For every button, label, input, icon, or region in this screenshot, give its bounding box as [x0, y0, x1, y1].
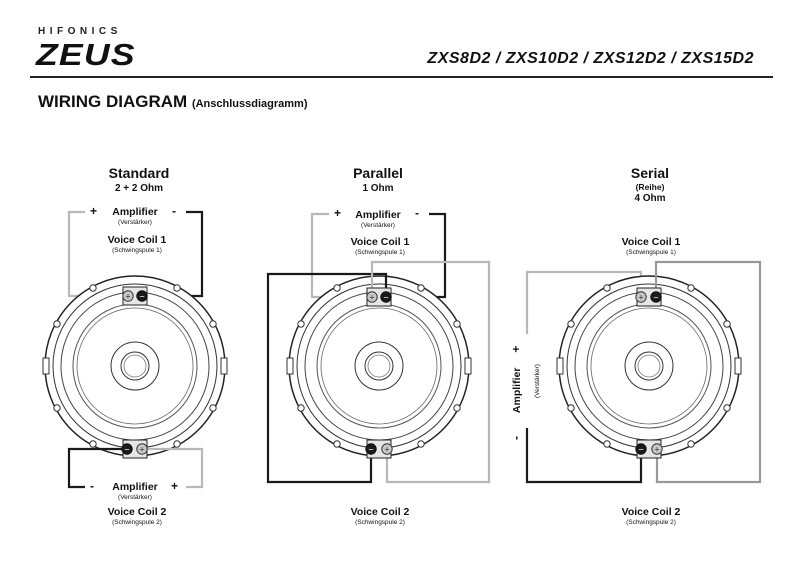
serial-impedance: 4 Ohm [634, 193, 666, 204]
parallel-vc2-sub: (Schwingspule 2) [355, 519, 405, 526]
svg-text:−: − [638, 445, 643, 455]
serial-amp-plus: + [509, 345, 523, 353]
serial-amp-label: Amplifier [511, 367, 523, 414]
parallel-vc1-positive-terminal [366, 291, 378, 303]
parallel-title: Parallel [353, 165, 403, 181]
parallel-wiring: + − − + [266, 212, 491, 484]
svg-text:+: + [139, 445, 144, 455]
brand-wordmark-small: HIFONICS [38, 26, 122, 37]
standard-wiring: + − − + [42, 210, 228, 489]
standard-vc1-sub: (Schwingspule 1) [112, 247, 162, 254]
parallel-vc2-positive-terminal [381, 443, 393, 455]
svg-text:+: + [125, 292, 130, 302]
svg-text:+: + [369, 293, 374, 303]
standard-impedance: 2 + 2 Ohm [114, 183, 164, 194]
standard-amp-bottom-minus: - [90, 479, 94, 493]
parallel-vc2-label: Voice Coil 2 [350, 506, 410, 518]
standard-amp-top-label: Amplifier [112, 206, 158, 218]
serial-wire-amp-negative [525, 428, 643, 484]
brand-logo: ZEUS [36, 37, 136, 72]
svg-text:−: − [124, 445, 129, 455]
parallel-wire-positive-bridge [370, 260, 491, 484]
svg-text:−: − [368, 445, 373, 455]
serial-vc2-label: Voice Coil 2 [621, 506, 681, 518]
model-list: ZXS8D2 / ZXS10D2 / ZXS12D2 / ZXS15D2 [427, 50, 754, 67]
standard-amp-top-sub: (Verstärker) [118, 219, 152, 226]
standard-vc2-sub: (Schwingspule 2) [112, 519, 162, 526]
standard-vc2-label: Voice Coil 2 [107, 506, 167, 518]
serial-wire-coil-link [654, 260, 762, 484]
parallel-vc1-label: Voice Coil 1 [350, 236, 410, 248]
parallel-vc1-negative-terminal [380, 291, 392, 303]
parallel-wire-negative-bridge [266, 272, 388, 484]
parallel-impedance: 1 Ohm [362, 183, 394, 194]
standard-amp-bottom-plus: + [171, 479, 179, 493]
standard-vc2-negative-terminal [121, 443, 133, 455]
standard-amp-bottom-sub: (Verstärker) [118, 494, 152, 501]
serial-vc1-sub: (Schwingspule 1) [626, 249, 676, 256]
page-title-main: WIRING DIAGRAM [38, 92, 188, 111]
svg-text:−: − [653, 293, 658, 303]
serial-vc1-label: Voice Coil 1 [621, 236, 681, 248]
svg-text:+: + [654, 445, 659, 455]
standard-wire-vc2-negative [67, 447, 127, 489]
serial-vc1-positive-terminal [635, 291, 647, 303]
standard-amp-top-minus: - [172, 204, 176, 218]
serial-vc2-sub: (Schwingspule 2) [626, 519, 676, 526]
parallel-amp-plus: + [334, 206, 342, 220]
parallel-amp-sub: (Verstärker) [361, 222, 395, 229]
serial-amp-minus: - [509, 436, 523, 440]
header-divider [30, 76, 773, 78]
svg-text:−: − [383, 293, 388, 303]
parallel-vc2-negative-terminal [365, 443, 377, 455]
standard-vc1-negative-terminal [136, 290, 148, 302]
serial-amp-sub: (Verstärker) [534, 364, 541, 398]
standard-vc1-positive-terminal [122, 290, 134, 302]
serial-vc2-negative-terminal [635, 443, 647, 455]
standard-vc1-label: Voice Coil 1 [107, 234, 167, 246]
svg-text:−: − [139, 292, 144, 302]
standard-amp-bottom-label: Amplifier [112, 481, 158, 493]
svg-text:+: + [638, 293, 643, 303]
page-title-sub: (Anschlussdiagramm) [191, 98, 308, 110]
page-title: WIRING DIAGRAM (Anschlussdiagramm) [38, 92, 307, 112]
parallel-amp-label: Amplifier [355, 209, 401, 221]
serial-vc1-negative-terminal [650, 291, 662, 303]
standard-amp-top-plus: + [90, 204, 98, 218]
parallel-vc1-sub: (Schwingspule 1) [355, 249, 405, 256]
parallel-amp-minus: - [415, 206, 419, 220]
standard-wire-vc2-positive [142, 447, 204, 489]
standard-vc2-positive-terminal [136, 443, 148, 455]
serial-title: Serial [630, 165, 670, 181]
standard-title: Standard [108, 165, 170, 181]
serial-title-sub: (Reihe) [635, 182, 665, 192]
serial-vc2-positive-terminal [651, 443, 663, 455]
svg-text:+: + [384, 445, 389, 455]
serial-wiring: + − − + [525, 260, 762, 484]
